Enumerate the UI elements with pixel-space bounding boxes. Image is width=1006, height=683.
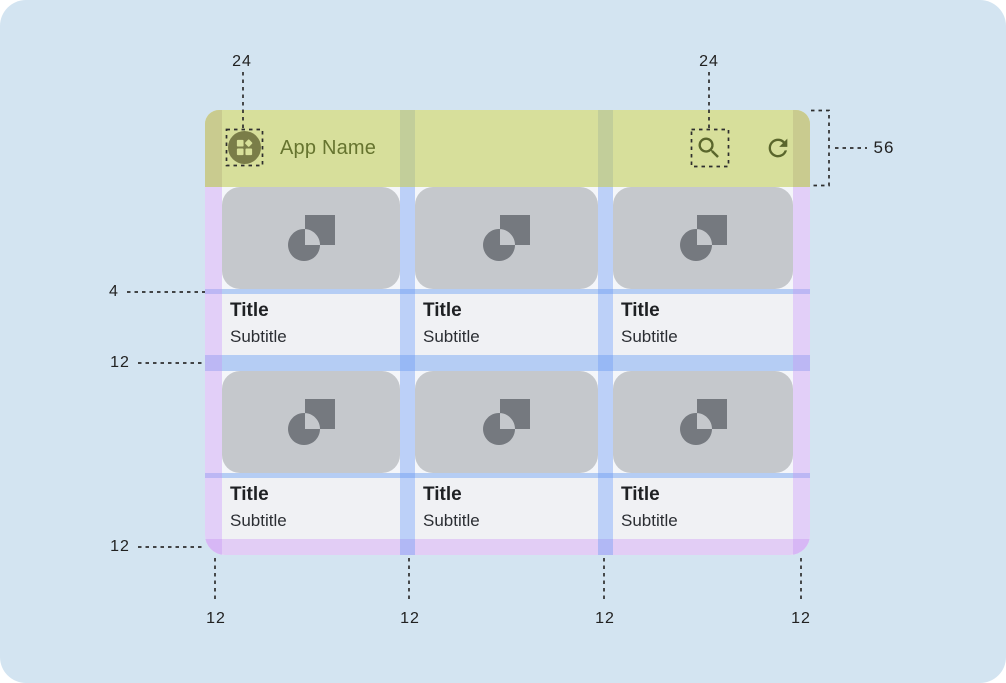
card-text[interactable]: Title Subtitle (613, 294, 793, 355)
app-mockup: App Name Title Subtitle (205, 110, 810, 555)
card-media[interactable] (222, 371, 400, 473)
card-subtitle: Subtitle (230, 326, 287, 346)
card-title: Title (621, 484, 660, 505)
card-title: Title (423, 484, 462, 505)
card-media[interactable] (415, 371, 598, 473)
placeholder-image-icon (483, 399, 530, 445)
placeholder-image-icon (483, 215, 530, 261)
placeholder-image-icon (287, 399, 335, 445)
gutter-overlay-2 (598, 187, 613, 555)
card-title: Title (621, 300, 660, 321)
measurement-label-appbar-height: 56 (873, 138, 895, 157)
margin-overlay-right-appbar (793, 110, 810, 187)
measurement-label-gap-4: 4 (109, 283, 119, 300)
spacing-band-12 (205, 355, 810, 371)
card-media[interactable] (222, 187, 400, 289)
measurement-label-gutter-2: 12 (595, 610, 615, 627)
card-media[interactable] (613, 371, 793, 473)
measurement-label-gutter-1: 12 (400, 610, 420, 627)
placeholder-image-icon (679, 399, 727, 445)
card-media[interactable] (415, 187, 598, 289)
margin-overlay-left (205, 187, 222, 555)
app-name: App Name (280, 137, 377, 159)
gutter-overlay-1-appbar (400, 110, 415, 187)
measurement-label-action-icon: 24 (699, 53, 719, 70)
card-title: Title (423, 300, 462, 321)
card-text[interactable]: Title Subtitle (222, 478, 400, 539)
card-subtitle: Subtitle (621, 326, 678, 346)
search-icon[interactable] (695, 134, 723, 162)
card-text[interactable]: Title Subtitle (613, 478, 793, 539)
card-media[interactable] (613, 187, 793, 289)
dashboard-icon (236, 139, 253, 156)
appbar-height-bracket (811, 109, 830, 187)
gutter-overlay-1 (400, 187, 415, 555)
measurement-label-bottom-margin: 12 (110, 538, 130, 555)
placeholder-image-icon (287, 215, 335, 261)
card-subtitle: Subtitle (230, 510, 287, 530)
card-subtitle: Subtitle (423, 326, 480, 346)
card-subtitle: Subtitle (621, 510, 678, 530)
card-text[interactable]: Title Subtitle (222, 294, 400, 355)
margin-overlay-right (793, 187, 810, 555)
card-title: Title (230, 300, 269, 321)
spacing-band-4 (205, 473, 810, 478)
refresh-icon[interactable] (764, 134, 792, 162)
placeholder-image-icon (679, 215, 727, 261)
measurement-label-row-gap: 12 (110, 354, 130, 371)
measurement-label-margin-left: 12 (206, 610, 226, 627)
card-subtitle: Subtitle (423, 510, 480, 530)
card-text[interactable]: Title Subtitle (415, 294, 598, 355)
bottom-margin-band (205, 539, 810, 555)
card-text[interactable]: Title Subtitle (415, 478, 598, 539)
nav-avatar-button[interactable] (228, 131, 261, 164)
margin-overlay-left-appbar (205, 110, 222, 187)
spacing-band-4 (205, 289, 810, 294)
top-app-bar: App Name (205, 110, 810, 187)
measurement-label-margin-right: 12 (791, 610, 811, 627)
gutter-overlay-2-appbar (598, 110, 613, 187)
card-title: Title (230, 484, 269, 505)
measurement-label-nav-icon: 24 (232, 53, 252, 70)
